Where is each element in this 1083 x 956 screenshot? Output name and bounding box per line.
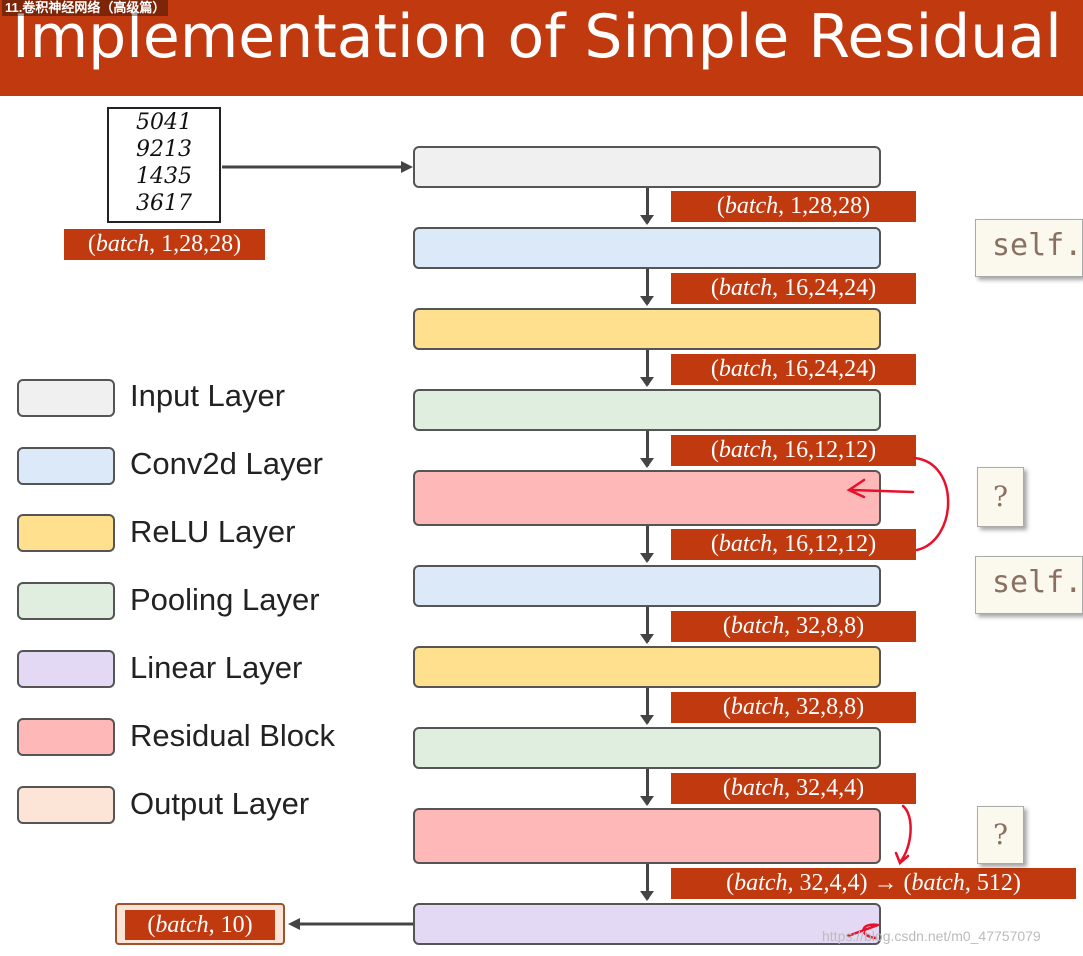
shape-label: (batch, 16,24,24) xyxy=(671,354,916,385)
layer-relu-2 xyxy=(413,646,881,688)
legend-swatch-relu xyxy=(17,514,115,552)
layer-input xyxy=(413,146,881,188)
shape-dims: , 32,8,8) xyxy=(784,613,865,639)
shape-label: (batch, 32,8,8) xyxy=(671,692,916,723)
shape-label: (batch, 32,4,4) xyxy=(671,773,916,804)
shape-dims: , 32,4,4) → ( xyxy=(787,870,912,896)
digit-row: 3617 xyxy=(136,191,192,216)
batch-symbol: batch xyxy=(730,694,785,720)
shape-dims: , 1,28,28) xyxy=(778,193,871,219)
layer-relu-1 xyxy=(413,308,881,350)
layer-conv2d-2 xyxy=(413,565,881,607)
batch-symbol: batch xyxy=(718,356,773,382)
input-shape-label: (batch, 1,28,28) xyxy=(64,229,265,260)
shape-label: (batch, 1,28,28) xyxy=(671,191,916,222)
layer-residual-block-2 xyxy=(413,808,881,864)
layer-residual-block-1 xyxy=(413,470,881,526)
window-tab-title: 11.卷积神经网络（高级篇） xyxy=(2,0,169,16)
legend-swatch-linear xyxy=(17,650,115,688)
code-snippet-box: self. xyxy=(975,219,1083,277)
layer-pooling-2 xyxy=(413,727,881,769)
legend-label-output: Output Layer xyxy=(130,786,310,821)
legend-label-linear: Linear Layer xyxy=(130,650,303,685)
flow-arrow xyxy=(640,269,654,306)
batch-symbol: batch xyxy=(718,531,773,557)
shape-label: (batch, 16,12,12) xyxy=(671,529,916,560)
legend-swatch-input xyxy=(17,379,115,417)
flow-arrow xyxy=(640,607,654,644)
batch-symbol: batch xyxy=(730,613,785,639)
output-layer: (batch, 10) xyxy=(115,903,285,945)
batch-symbol: batch xyxy=(95,231,150,257)
digit-row: 1435 xyxy=(136,164,192,189)
legend-label-relu: ReLU Layer xyxy=(130,514,296,549)
watermark: https://blog.csdn.net/m0_47757079 xyxy=(822,928,1041,944)
shape-label-flatten: (batch, 32,4,4) → (batch, 512) xyxy=(671,868,1076,899)
legend-swatch-residual xyxy=(17,718,115,756)
shape-dims: , 512) xyxy=(964,870,1021,896)
shape-dims: , 32,4,4) xyxy=(784,775,865,801)
flow-arrow xyxy=(640,769,654,806)
shape-dims: , 32,8,8) xyxy=(784,694,865,720)
batch-symbol: batch xyxy=(718,437,773,463)
flow-arrow xyxy=(640,431,654,468)
shape-label: (batch, 32,8,8) xyxy=(671,611,916,642)
layer-linear xyxy=(413,903,881,945)
legend-swatch-pooling xyxy=(17,582,115,620)
batch-symbol: batch xyxy=(734,870,788,896)
batch-symbol: batch xyxy=(730,775,785,801)
flow-arrow xyxy=(640,526,654,563)
mnist-input-image: 5041 9213 1435 3617 xyxy=(107,107,221,223)
output-shape-label: (batch, 10) xyxy=(125,910,275,940)
shape-dims: , 16,24,24) xyxy=(772,275,877,301)
legend-label-pooling: Pooling Layer xyxy=(130,582,320,617)
shape-dims: , 16,24,24) xyxy=(772,356,877,382)
flow-arrow xyxy=(640,188,654,225)
code-snippet-box: self. xyxy=(975,556,1083,614)
flow-arrow xyxy=(640,688,654,725)
legend-label-conv2d: Conv2d Layer xyxy=(130,446,324,481)
legend-swatch-output xyxy=(17,786,115,824)
legend-swatch-conv2d xyxy=(17,447,115,485)
shape-label: (batch, 16,12,12) xyxy=(671,435,916,466)
shape-dims: , 16,12,12) xyxy=(772,437,877,463)
legend-label-residual: Residual Block xyxy=(130,718,336,753)
shape-label: (batch, 16,24,24) xyxy=(671,273,916,304)
digit-row: 9213 xyxy=(136,137,192,162)
layer-pooling-1 xyxy=(413,389,881,431)
batch-symbol: batch xyxy=(911,870,965,896)
flow-arrow xyxy=(640,864,654,901)
batch-symbol: batch xyxy=(724,193,779,219)
flow-arrow xyxy=(640,350,654,387)
digit-row: 5041 xyxy=(136,110,192,135)
layer-conv2d-1 xyxy=(413,227,881,269)
shape-dims: , 10) xyxy=(208,912,253,938)
shape-dims: , 1,28,28) xyxy=(149,231,242,257)
question-box: ? xyxy=(977,467,1024,527)
batch-symbol: batch xyxy=(155,912,209,938)
title-banner: Implementation of Simple Residual Net 11… xyxy=(0,0,1083,96)
legend-label-input: Input Layer xyxy=(130,378,286,413)
batch-symbol: batch xyxy=(718,275,773,301)
question-box: ? xyxy=(977,806,1024,864)
shape-dims: , 16,12,12) xyxy=(772,531,877,557)
slide-title: Implementation of Simple Residual Net xyxy=(12,2,1083,72)
